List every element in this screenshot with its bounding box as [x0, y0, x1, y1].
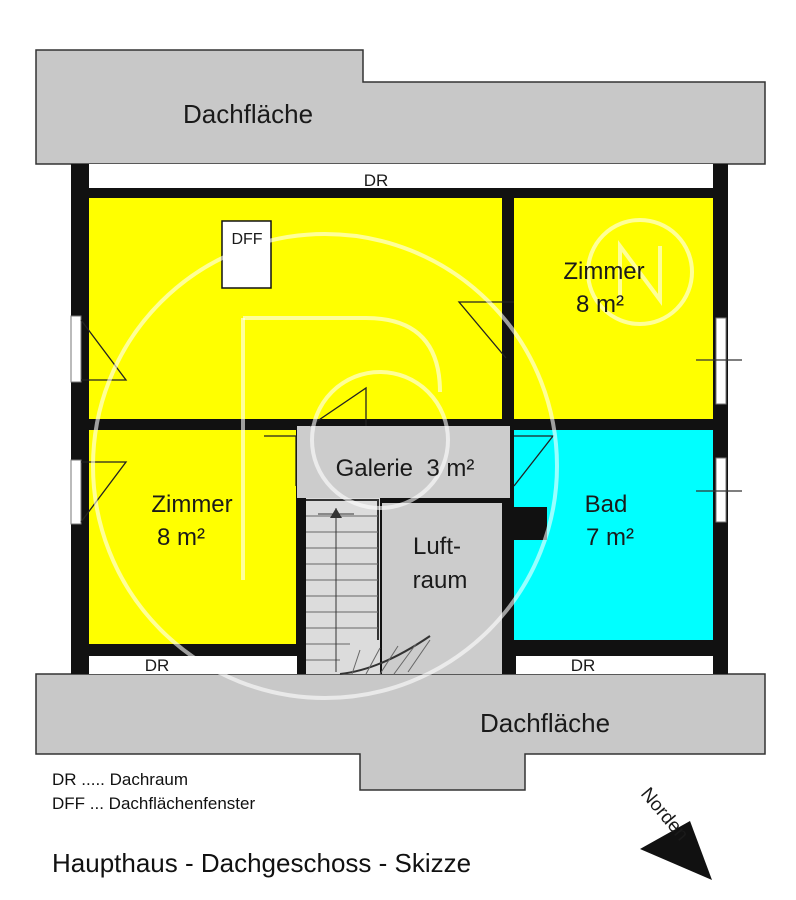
- door-swings: [80, 301, 555, 523]
- roof-bottom: [35, 673, 766, 791]
- room-label-galerie: Galerie 3 m²: [336, 455, 475, 482]
- attic-label-bottom-left: DR: [145, 656, 170, 675]
- room-luftraum: [382, 503, 502, 674]
- window-west-top: [70, 315, 82, 383]
- watermark-logo: [91, 218, 694, 700]
- room-name-bad: Bad: [585, 491, 628, 518]
- room-area-zimmer-sw: 8 m²: [157, 524, 205, 551]
- attic-strip-bottom-right: [516, 656, 713, 674]
- room-name-zimmer-sw: Zimmer: [151, 491, 232, 518]
- room-area-zimmer-ne: 8 m²: [576, 291, 624, 318]
- roof-top-label: Dachfläche: [183, 99, 313, 129]
- window-west-bottom: [70, 459, 82, 525]
- chimney: [514, 507, 547, 540]
- north-arrow-icon: [640, 821, 712, 880]
- north-arrow: Norden: [636, 784, 712, 880]
- door-swing-zimmer-ne: [457, 301, 514, 359]
- legend-dff: DFF ... Dachflächenfenster: [52, 794, 256, 813]
- room-label-luftraum-1: Luft-: [413, 533, 461, 560]
- skylight-label: DFF: [231, 231, 262, 248]
- window-east-top: [715, 317, 727, 405]
- attic-strip-top: [89, 164, 713, 188]
- door-swing-galerie: [309, 386, 367, 427]
- room-zimmer-ne: [514, 198, 713, 419]
- attic-label-top: DR: [364, 171, 389, 190]
- staircase: [306, 498, 431, 675]
- room-label-luftraum-2: raum: [413, 567, 468, 594]
- roof-bottom-label: Dachfläche: [480, 708, 610, 738]
- attic-label-bottom-right: DR: [571, 656, 596, 675]
- door-swing-bad: [513, 435, 555, 487]
- attic-strip-bottom-left: [89, 656, 297, 674]
- window-east-bottom: [715, 457, 727, 523]
- door-swing-zimmer-sw: [264, 435, 297, 486]
- roof-top: [35, 49, 766, 165]
- room-area-bad: 7 m²: [586, 524, 634, 551]
- door-swing-west-top: [80, 319, 128, 381]
- room-name-zimmer-ne: Zimmer: [563, 258, 644, 285]
- legend-dr: DR ..... Dachraum: [52, 770, 189, 789]
- caption: Haupthaus - Dachgeschoss - Skizze: [52, 848, 472, 878]
